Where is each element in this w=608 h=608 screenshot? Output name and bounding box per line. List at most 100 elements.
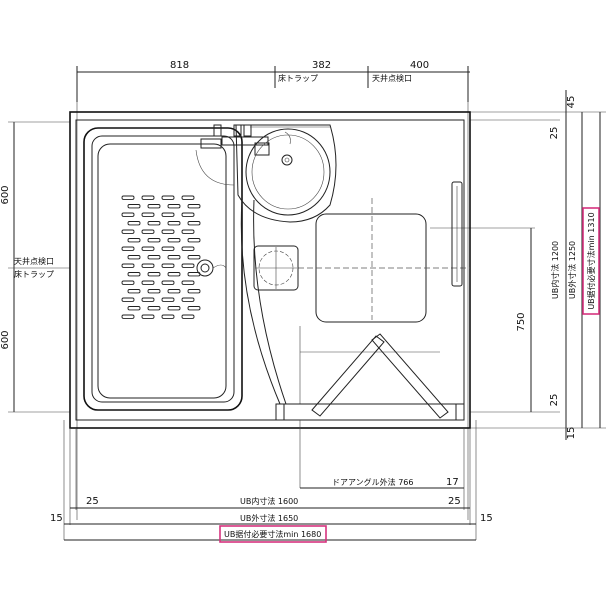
anti-slip-slot — [121, 229, 135, 234]
anti-slip-slot — [167, 255, 181, 260]
unit-outline — [69, 111, 471, 429]
dim-17: 17 — [446, 477, 459, 488]
dim-818: 818 — [170, 60, 189, 71]
dim-15-right: 15 — [566, 427, 577, 440]
anti-slip-slot — [167, 204, 181, 209]
dim-ub-inner-1200: UB内寸法 1200 — [550, 241, 560, 299]
anti-slip-slot — [181, 263, 195, 268]
anti-slip-slot — [127, 255, 141, 260]
dim-382: 382 — [312, 60, 331, 71]
anti-slip-slot — [161, 263, 175, 268]
label-ceiling-hatch-top: 天井点検口 — [372, 73, 412, 83]
dim-25-left: 25 — [86, 496, 99, 507]
anti-slip-slot — [141, 229, 155, 234]
dim-ub-outer-1250: UB外寸法 1250 — [567, 241, 577, 299]
dim-600-lower: 600 — [0, 330, 11, 349]
anti-slip-slot — [161, 229, 175, 234]
dim-15-bottom-right: 15 — [480, 513, 493, 524]
anti-slip-slot — [181, 314, 195, 319]
anti-slip-slot — [127, 238, 141, 243]
anti-slip-slot — [141, 195, 155, 200]
anti-slip-slot — [127, 306, 141, 311]
right-dimension-lines — [430, 90, 606, 440]
dim-25-top: 25 — [549, 127, 560, 140]
anti-slip-slot — [147, 272, 161, 277]
label-floor-trap-left: 床トラップ — [14, 269, 54, 279]
faucet-assembly — [195, 124, 330, 186]
top-dimension-lines — [76, 66, 470, 520]
left-dimension-lines — [8, 121, 70, 413]
anti-slip-slot — [161, 314, 175, 319]
anti-slip-slot — [181, 195, 195, 200]
anti-slip-slot — [121, 212, 135, 217]
anti-slip-slot — [127, 221, 141, 226]
bathtub — [83, 127, 243, 411]
anti-slip-slot — [167, 238, 181, 243]
bottom-dimension-lines — [63, 420, 477, 541]
anti-slip-slot — [147, 221, 161, 226]
anti-slip-slot — [161, 280, 175, 285]
anti-slip-slot — [121, 195, 135, 200]
anti-slip-slot — [187, 255, 201, 260]
anti-slip-slot — [161, 297, 175, 302]
highlight-box-1680 — [219, 525, 327, 543]
washbasin — [235, 124, 337, 223]
dim-ub-required-1310: UB据付必要寸法min 1310 — [586, 212, 596, 309]
anti-slip-slot — [121, 297, 135, 302]
wash-floor — [240, 198, 470, 405]
anti-slip-slot — [181, 246, 195, 251]
anti-slip-slot — [181, 212, 195, 217]
anti-slip-slot — [121, 280, 135, 285]
anti-slip-slot — [147, 238, 161, 243]
anti-slip-slot — [121, 263, 135, 268]
anti-slip-slot — [187, 306, 201, 311]
anti-slip-slot — [147, 306, 161, 311]
dim-ub-outer-1650: UB外寸法 1650 — [240, 513, 298, 523]
dim-ub-inner-1600: UB内寸法 1600 — [240, 496, 298, 506]
anti-slip-slot — [161, 212, 175, 217]
anti-slip-slot — [161, 246, 175, 251]
anti-slip-slot — [127, 272, 141, 277]
anti-slip-slot — [187, 238, 201, 243]
anti-slip-slot — [141, 246, 155, 251]
anti-slip-slot — [187, 221, 201, 226]
anti-slip-slot — [141, 263, 155, 268]
anti-slip-slot — [147, 204, 161, 209]
anti-slip-slot — [147, 255, 161, 260]
label-ceiling-hatch-left: 天井点検口 — [14, 256, 54, 266]
anti-slip-slot — [167, 289, 181, 294]
anti-slip-slot — [187, 204, 201, 209]
anti-slip-slot — [161, 195, 175, 200]
bathtub-anti-slip-pattern — [121, 195, 201, 319]
towel-bar — [451, 181, 463, 287]
anti-slip-slot — [187, 289, 201, 294]
bathtub-drain — [196, 259, 227, 277]
anti-slip-slot — [181, 280, 195, 285]
dim-400: 400 — [410, 60, 429, 71]
dim-25-bottom: 25 — [549, 394, 560, 407]
label-floor-trap-top: 床トラップ — [278, 73, 318, 83]
anti-slip-slot — [181, 297, 195, 302]
folding-door — [275, 326, 465, 421]
anti-slip-slot — [147, 289, 161, 294]
floor-trap — [253, 245, 299, 291]
anti-slip-slot — [127, 204, 141, 209]
anti-slip-slot — [167, 221, 181, 226]
dim-600-upper: 600 — [0, 185, 11, 204]
anti-slip-slot — [121, 246, 135, 251]
anti-slip-slot — [181, 229, 195, 234]
anti-slip-slot — [167, 306, 181, 311]
anti-slip-slot — [141, 314, 155, 319]
dim-750: 750 — [516, 312, 527, 331]
anti-slip-slot — [141, 212, 155, 217]
dim-45: 45 — [566, 96, 577, 109]
dim-door-outer-766: ドアアングル外法 766 — [332, 477, 414, 487]
anti-slip-slot — [121, 314, 135, 319]
anti-slip-slot — [141, 297, 155, 302]
anti-slip-slot — [141, 280, 155, 285]
anti-slip-slot — [167, 272, 181, 277]
dim-25-right: 25 — [448, 496, 461, 507]
anti-slip-slot — [127, 289, 141, 294]
dim-ub-required-1680: UB据付必要寸法min 1680 — [224, 529, 321, 539]
